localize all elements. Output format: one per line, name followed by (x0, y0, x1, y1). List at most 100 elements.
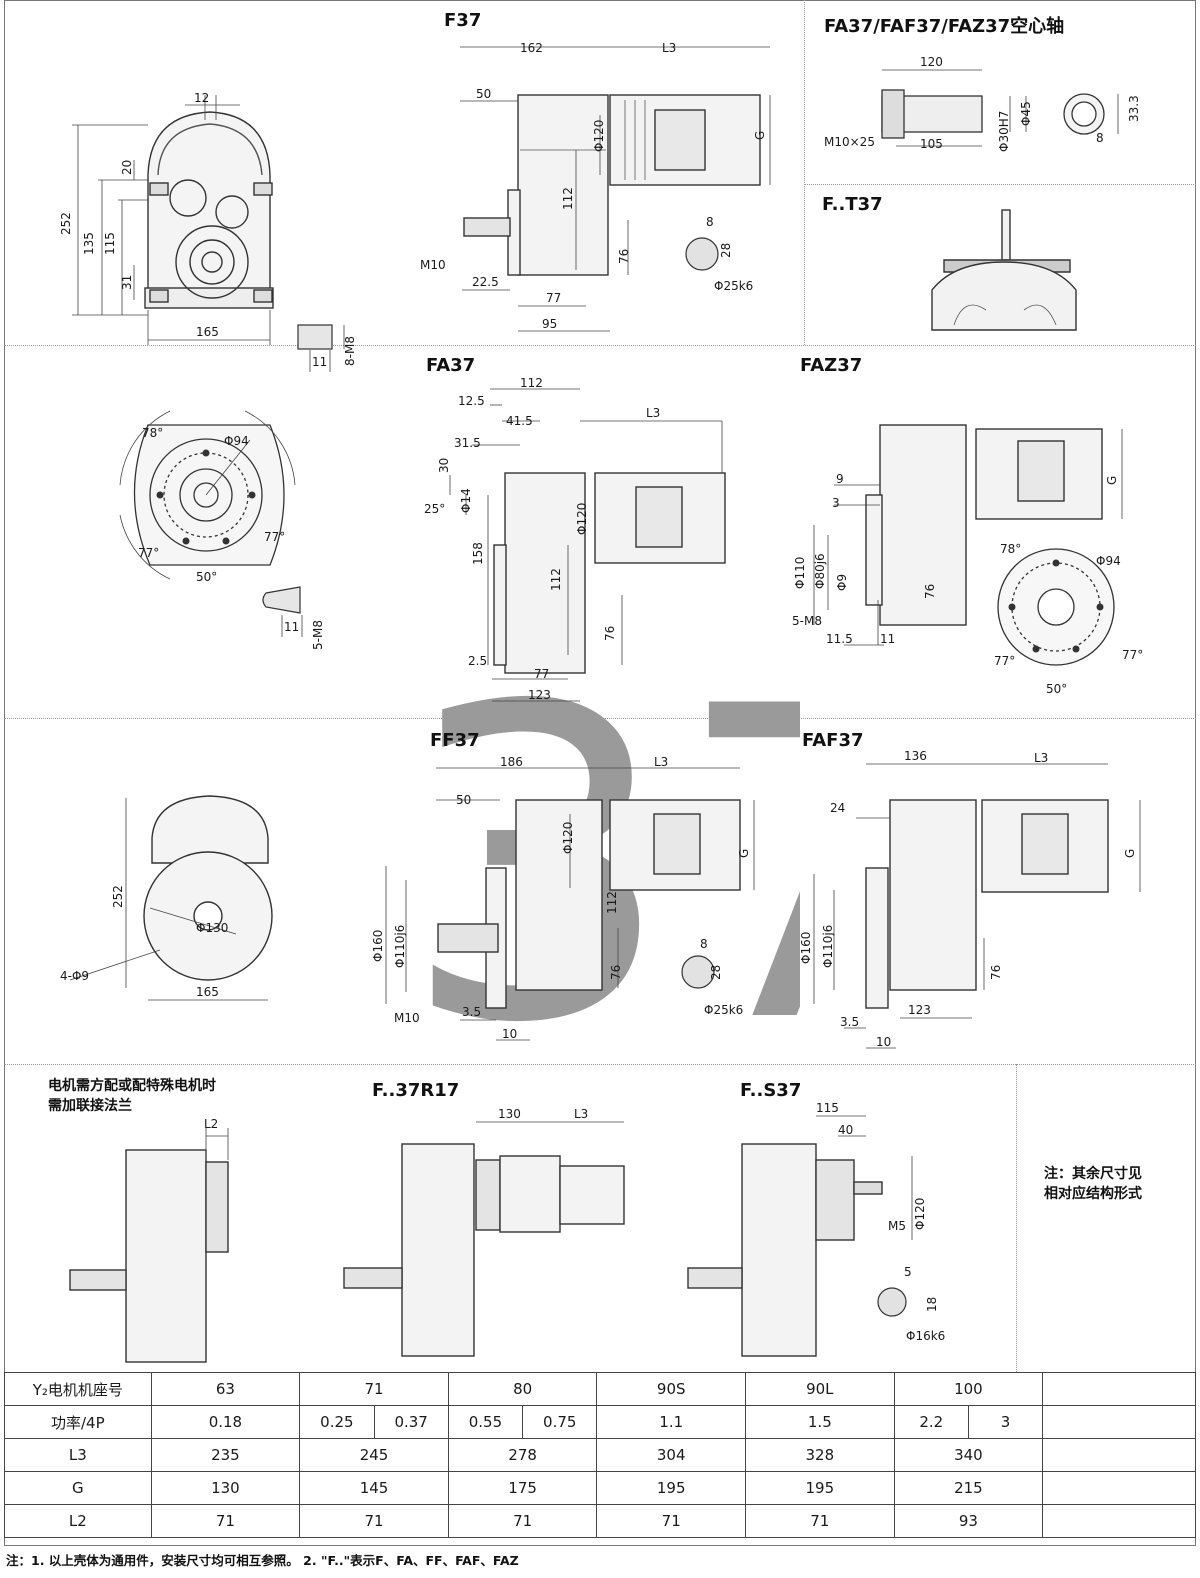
dim-ff37-phi160: Φ160 (371, 930, 385, 962)
dim-s37-m5: M5 (888, 1219, 906, 1233)
dim-faz37-77a: 77° (994, 654, 1015, 668)
view-ff-front: 252 Φ130 4-Φ9 165 (60, 795, 273, 1001)
dim-f37-l3: L3 (662, 41, 676, 55)
table-cell: 145 (299, 1471, 449, 1505)
row-header-l3: L3 (4, 1438, 152, 1472)
dim-faf37-136: 136 (904, 749, 927, 763)
table-cell: 100 (893, 1372, 1044, 1406)
table-cell: 195 (596, 1471, 747, 1505)
dim-hollow-phi45: Φ45 (1019, 101, 1033, 126)
dim-s37-key-5: 5 (904, 1265, 912, 1279)
table-cell: 90S (596, 1372, 747, 1406)
dim-fa37-77: 77 (534, 667, 549, 681)
table-cell: 71 (299, 1372, 449, 1406)
dim-f37-50: 50 (476, 87, 491, 101)
dim-f37-112: 112 (561, 187, 575, 210)
dim-front-8m8: 8-M8 (343, 336, 357, 366)
table-cell: 63 (150, 1372, 301, 1406)
dim-fa37-112b: 112 (549, 568, 563, 591)
row-header-power: 功率/4P (4, 1405, 152, 1439)
view-fa37: 112 12.5 41.5 L3 31.5 30 25° Φ14 Φ120 15… (424, 376, 726, 702)
dim-f37-phi25k6: Φ25k6 (714, 279, 753, 293)
table-cell: 93 (893, 1504, 1044, 1538)
dim-ff37-key-28: 28 (709, 965, 723, 980)
dim-flange-78: 78° (142, 426, 163, 440)
view-hollow-shaft: 120 M10×25 Φ30H7 Φ45 105 33.3 8 (824, 55, 1141, 152)
row-header-l2: L2 (4, 1504, 152, 1538)
table-cell: 130 (150, 1471, 301, 1505)
dim-ff37-phi120: Φ120 (561, 822, 575, 854)
dim-fa37-12-5: 12.5 (458, 394, 485, 408)
divider-hollow-ft (804, 184, 1196, 185)
title-fa37: FA37 (426, 355, 476, 376)
table-cell (1042, 1438, 1196, 1472)
motor-spec-table: Y₂电机机座号 63 71 80 90S 90L 100 功率/4P 0.18 … (4, 1372, 1196, 1538)
title-ff37: FF37 (430, 730, 480, 751)
dim-faf37-phi110j6: Φ110j6 (821, 925, 835, 968)
dim-faz37-9: 9 (836, 472, 844, 486)
dim-ff-front-165: 165 (196, 985, 219, 999)
table-cell: 215 (893, 1471, 1044, 1505)
dim-front-135: 135 (82, 232, 96, 255)
dim-ff-front-252: 252 (111, 885, 125, 908)
table-row-frame: Y₂电机机座号 63 71 80 90S 90L 100 (4, 1372, 1196, 1406)
table-cell: 3 (967, 1405, 1044, 1439)
table-cell: 0.55 (447, 1405, 524, 1439)
table-cell: 90L (745, 1372, 895, 1406)
dim-f37-phi120: Φ120 (592, 120, 606, 152)
dim-fa37-l3: L3 (646, 406, 660, 420)
table-row-power: 功率/4P 0.18 0.25 0.37 0.55 0.75 1.1 1.5 2… (4, 1405, 1196, 1439)
dim-ff37-key-8: 8 (700, 937, 708, 951)
table-cell: 328 (745, 1438, 895, 1472)
dim-hollow-m10x25: M10×25 (824, 135, 875, 149)
divider-row2 (4, 718, 1196, 719)
dim-f37-key-8: 8 (706, 215, 714, 229)
divider-remark (1016, 1064, 1017, 1372)
dim-f37-76: 76 (617, 249, 631, 264)
table-row-l3: L3 235 245 278 304 328 340 (4, 1438, 1196, 1472)
row-header-frame: Y₂电机机座号 (4, 1372, 152, 1406)
view-faf37: 136 L3 24 G Φ160 Φ110j6 76 123 3.5 10 (799, 749, 1141, 1049)
dim-s37-115: 115 (816, 1101, 839, 1115)
table-cell: 0.25 (299, 1405, 375, 1439)
view-s37: 115 40 Φ120 M5 5 18 Φ16k6 (687, 1101, 945, 1357)
note-remark-line2: 相对应结构形式 (1044, 1186, 1142, 1202)
table-cell: 278 (447, 1438, 598, 1472)
dim-front-165: 165 (196, 325, 219, 339)
dim-ff37-186: 186 (500, 755, 523, 769)
table-row-l2: L2 71 71 71 71 71 93 (4, 1504, 1196, 1538)
view-faz37: G 9 3 Φ110 Φ80j6 Φ9 5-M8 11.5 11 76 78° … (792, 424, 1143, 696)
table-cell: 195 (745, 1471, 895, 1505)
dim-fa37-30: 30 (437, 458, 451, 473)
table-cell: 1.5 (745, 1405, 895, 1439)
title-faz37: FAZ37 (800, 355, 863, 376)
dim-ff37-76: 76 (609, 965, 623, 980)
divider-row1 (4, 345, 1196, 346)
dim-fa37-158: 158 (471, 542, 485, 565)
dim-faz37-5m8: 5-M8 (792, 614, 822, 628)
dim-fa37-112: 112 (520, 376, 543, 390)
table-cell: 71 (150, 1504, 301, 1538)
dim-ff-front-phi130: Φ130 (196, 921, 228, 935)
title-f37: F37 (444, 10, 482, 31)
view-l2-flange: L2 (69, 1117, 229, 1363)
dim-ff37-112: 112 (605, 891, 619, 914)
note-flange-line2: 需加联接法兰 (48, 1098, 132, 1114)
table-cell: 71 (447, 1504, 598, 1538)
note-remark-line1: 注：其余尺寸见 (1044, 1166, 1142, 1182)
divider-vertical-top (804, 0, 805, 345)
dim-faz37-78deg: 78° (1000, 542, 1021, 556)
table-cell (1042, 1471, 1196, 1505)
table-cell: 80 (447, 1372, 598, 1406)
dim-hollow-phi30h7: Φ30H7 (997, 111, 1011, 152)
dim-r17-130: 130 (498, 1107, 521, 1121)
dim-s37-phi16k6: Φ16k6 (906, 1329, 945, 1343)
dim-f37-77: 77 (546, 291, 561, 305)
dim-hollow-8: 8 (1096, 131, 1104, 145)
dim-ff37-g: G (737, 849, 751, 858)
dim-r17-l3: L3 (574, 1107, 588, 1121)
dim-faz37-50deg: 50° (1046, 682, 1067, 696)
note-flange: 电机需方配或配特殊电机时 需加联接法兰 (48, 1076, 216, 1116)
view-ft37 (931, 209, 1077, 331)
title-faf37: FAF37 (802, 730, 864, 751)
